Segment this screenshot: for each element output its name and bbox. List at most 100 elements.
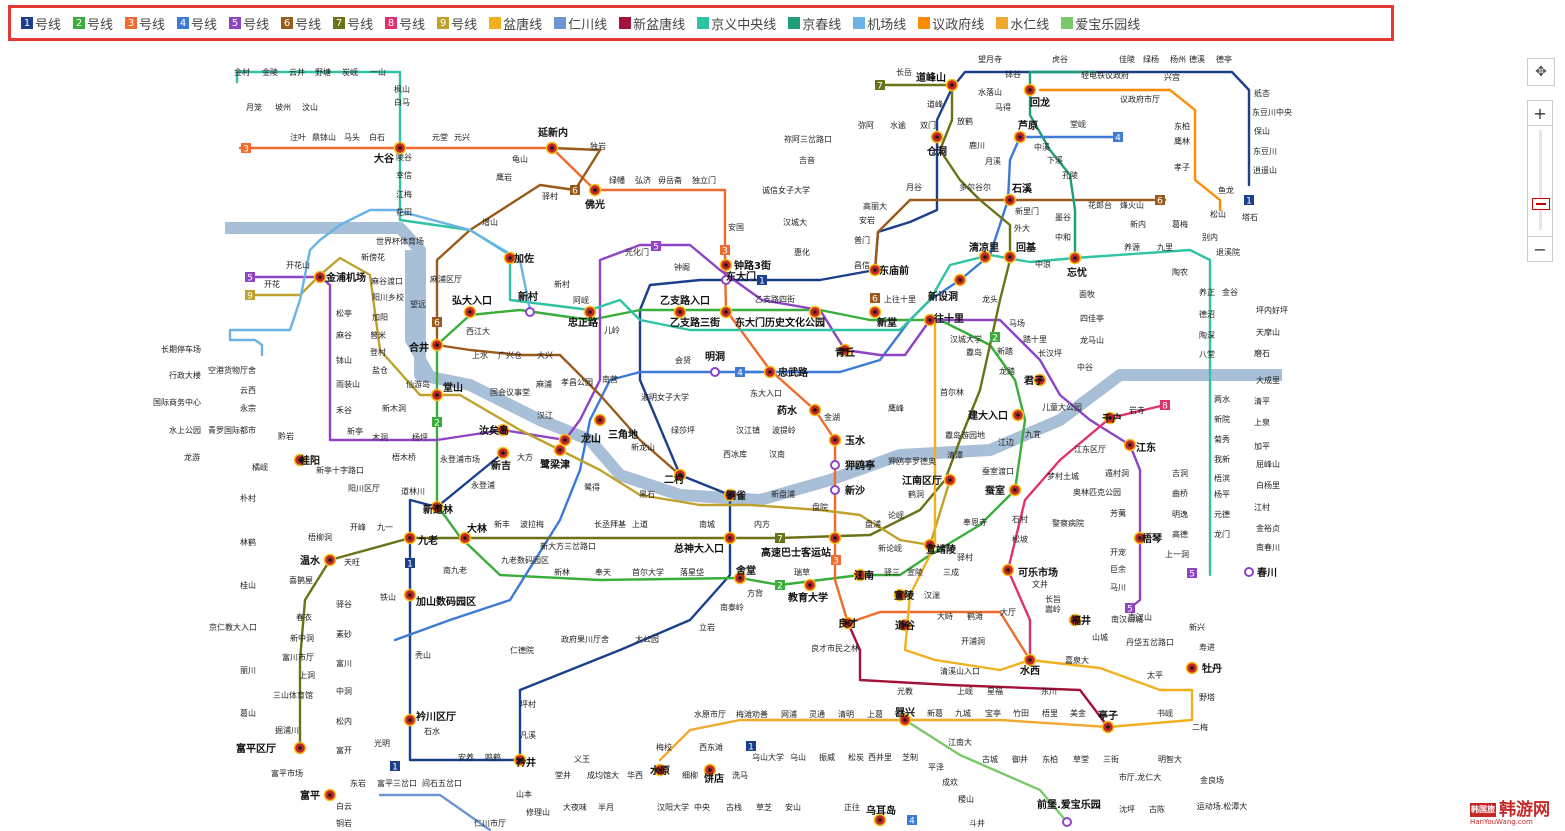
station-stop[interactable]: 西井里 xyxy=(868,752,892,762)
station[interactable]: 水原 xyxy=(649,763,670,777)
station-stop[interactable]: 儿童大公园 xyxy=(1042,402,1082,412)
station-stop[interactable]: 阿岘 xyxy=(573,296,589,305)
subway-map[interactable]: 金村金陵云井野塘炭岘一山枫山白马月笼坡州汶山注叶鼎钵山马头白石元堂元兴陵谷幸信江… xyxy=(0,48,1520,831)
station-stop[interactable]: 禾谷 xyxy=(336,406,352,415)
station-stop[interactable]: 儿岭 xyxy=(604,325,620,335)
station-stop[interactable]: 上一洞 xyxy=(1165,549,1189,559)
line-6c[interactable] xyxy=(873,198,1167,272)
station[interactable]: 良才 xyxy=(838,616,858,630)
station-stop[interactable]: 开花山 xyxy=(286,260,310,270)
station-stop[interactable]: 九里 xyxy=(1157,243,1173,252)
station-stop[interactable]: 面牧 xyxy=(1079,289,1095,299)
station-stop[interactable]: 新林 xyxy=(554,567,570,577)
station-stop[interactable]: 德溪 xyxy=(1189,54,1205,64)
station-stop[interactable]: 清平 xyxy=(1254,396,1270,406)
station-stop[interactable]: 金谷 xyxy=(1222,287,1238,297)
station-stop[interactable]: 东柏 xyxy=(1042,754,1058,764)
station-stop[interactable]: 孝子 xyxy=(1174,163,1190,172)
station-stop[interactable]: 喜鹊屋 xyxy=(289,575,313,585)
station[interactable]: 宣陵 xyxy=(893,588,915,602)
station-stop[interactable]: 道林川 xyxy=(401,486,425,496)
station-stop[interactable]: 望远 xyxy=(410,299,426,309)
station-stop[interactable]: 坪内好坪 xyxy=(1256,305,1288,315)
station-stop[interactable]: 孝昌公园 xyxy=(561,378,593,387)
station-stop[interactable]: 道峰 xyxy=(927,99,943,109)
legend-item[interactable]: 水仁线 xyxy=(996,14,1049,33)
station-stop[interactable]: 芳荑 xyxy=(1110,508,1126,518)
station-stop[interactable]: 永登浦 xyxy=(471,480,495,490)
station-stop[interactable]: 运动场.松潭大 xyxy=(1197,801,1248,811)
station-stop[interactable]: 细柳 xyxy=(682,770,698,780)
station-stop[interactable]: 退溪院 xyxy=(1216,247,1240,257)
station[interactable]: 乌耳岛 xyxy=(866,804,896,827)
station-stop[interactable]: 上岘 xyxy=(957,687,973,696)
station-stop[interactable]: 会贤 xyxy=(675,355,691,365)
station-stop[interactable]: 汉南 xyxy=(769,449,785,459)
station[interactable]: 富平 xyxy=(300,788,337,802)
station[interactable]: 大谷 xyxy=(374,141,407,166)
station[interactable]: 富平区厅 xyxy=(236,741,307,755)
station-stop[interactable]: 灵通 xyxy=(809,709,825,719)
station-stop[interactable]: 仙游岛 xyxy=(406,379,430,389)
line-京春[interactable] xyxy=(1028,70,1097,260)
station-stop[interactable]: 梅校 xyxy=(656,742,672,752)
station-stop[interactable]: 麻谷 xyxy=(336,330,352,340)
station-stop[interactable]: 马头 xyxy=(344,132,360,142)
station-stop[interactable]: 鹤洞 xyxy=(908,489,924,499)
station[interactable]: 新堂 xyxy=(868,305,898,330)
station[interactable]: 明洞 xyxy=(705,350,725,377)
station[interactable]: 芦原 xyxy=(1013,119,1039,144)
station-stop[interactable]: 纸杏 xyxy=(1254,88,1270,98)
station-stop[interactable]: 开宠 xyxy=(1110,547,1126,557)
station-stop[interactable]: 金良场 xyxy=(1200,775,1224,785)
station-stop[interactable]: 德沼 xyxy=(1199,309,1215,319)
station-stop[interactable]: 富川市厅 xyxy=(282,652,314,662)
line-爱宝[interactable] xyxy=(903,718,1069,824)
station[interactable]: 乙支路三街 xyxy=(670,305,733,330)
station-stop[interactable]: 汉江镇 xyxy=(736,425,760,435)
station-stop[interactable]: 洗马 xyxy=(732,770,748,780)
station-stop[interactable]: 富平市场 xyxy=(271,768,303,778)
station-stop[interactable]: 上往十里 xyxy=(884,294,916,304)
station-stop[interactable]: 花田 xyxy=(396,207,412,217)
station-stop[interactable]: 外大 xyxy=(1014,223,1030,233)
station[interactable]: 新道林 xyxy=(423,500,454,517)
station-stop[interactable]: 上泉 xyxy=(1254,417,1270,427)
station-stop[interactable]: 开花 xyxy=(264,279,280,289)
station-stop[interactable]: 毋岳斋 xyxy=(658,175,682,185)
station[interactable]: 铜雀 xyxy=(723,488,747,502)
station-stop[interactable]: 我新 xyxy=(1214,454,1230,464)
station-stop[interactable]: 驿村 xyxy=(957,552,973,562)
station-stop[interactable]: 长汉坪 xyxy=(1038,348,1062,358)
station[interactable]: 青丘 xyxy=(835,343,855,360)
station[interactable]: 狎鸥亭 xyxy=(830,459,875,472)
station-stop[interactable]: 长旨 xyxy=(1045,594,1061,604)
station-stop[interactable]: 奉恩寺 xyxy=(963,517,987,527)
zoom-in-button[interactable]: + xyxy=(1527,100,1553,126)
station-stop[interactable]: 空港货物厅舍 xyxy=(208,365,256,375)
station[interactable]: 君子 xyxy=(1024,373,1047,388)
station-stop[interactable]: 昌信 xyxy=(854,260,870,270)
station[interactable]: 千户 xyxy=(1102,411,1122,425)
station-stop[interactable]: 九宜 xyxy=(1025,429,1041,439)
station[interactable]: 道峰山 xyxy=(916,71,959,92)
station-stop[interactable]: 新傍花 xyxy=(361,252,385,262)
station-stop[interactable]: 钵山 xyxy=(336,355,352,365)
station[interactable]: 钟路3街 xyxy=(719,258,771,272)
station-stop[interactable]: 东豆川 xyxy=(1253,146,1277,156)
station-stop[interactable]: 德亭 xyxy=(1216,54,1232,64)
station-stop[interactable]: 菊秀 xyxy=(1214,434,1230,444)
station-stop[interactable]: 首尔林 xyxy=(940,387,964,397)
station-stop[interactable]: 国际商务中心 xyxy=(153,397,201,407)
station-stop[interactable]: 江梅 xyxy=(396,189,412,199)
station-stop[interactable]: 嵩岭 xyxy=(1045,604,1061,614)
station-icon[interactable] xyxy=(1062,817,1072,827)
station-stop[interactable]: 麻浦区厅 xyxy=(430,274,462,284)
station-stop[interactable]: 白杨里 xyxy=(1256,480,1280,490)
station-stop[interactable]: 增山 xyxy=(482,217,498,227)
station-stop[interactable]: 东豆川中央 xyxy=(1252,107,1292,117)
station-stop[interactable]: 多尔谷尔 xyxy=(959,182,991,192)
station-stop[interactable]: 掘浦川 xyxy=(275,725,299,735)
